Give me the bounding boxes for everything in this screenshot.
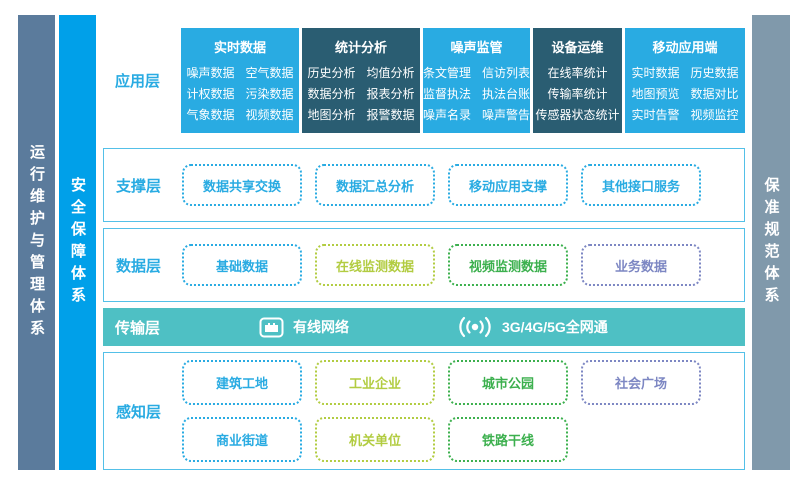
support-item-data-sharing-exchange: 数据共享交换 (182, 164, 302, 206)
sidebar-operation-maintenance-label: 运行维护与管理体系 (28, 143, 45, 342)
app-column-title: 移动应用端 (652, 40, 718, 55)
sidebar-security-assurance-system: 安全保障体系 (59, 15, 96, 470)
app-item: 监督执法 (423, 87, 472, 101)
app-item: 均值分析 (366, 66, 415, 80)
support-item-mobile-app-support: 移动应用支撑 (448, 164, 568, 206)
app-item: 噪声数据 (186, 66, 235, 80)
app-row: 传输率统计 (533, 84, 622, 105)
transmission-item-label: 有线网络 (293, 319, 349, 335)
app-item: 噪声名录 (423, 108, 472, 122)
sidebar-standards-specification-system: 保准规范体系 (752, 15, 790, 470)
app-row: 地图预览 数据对比 (625, 84, 745, 105)
app-column-title: 统计分析 (335, 40, 388, 55)
layers-area: 应用层 实时数据 噪声数据 空气数据 计权数据 污染数据 气象数据 视频数据 (103, 15, 746, 470)
app-column-mobile-application: 移动应用端 实时数据 历史数据 地图预览 数据对比 实时告警 视频监控 (625, 28, 746, 133)
data-item-basic-data: 基础数据 (182, 244, 302, 286)
app-item: 报表分析 (366, 87, 415, 101)
support-items: 数据共享交换 数据汇总分析 移动应用支撑 其他接口服务 (182, 164, 744, 206)
layer-application: 应用层 实时数据 噪声数据 空气数据 计权数据 污染数据 气象数据 视频数据 (103, 28, 746, 133)
layer-label-support: 支撑层 (116, 177, 162, 195)
perception-item-public-square: 社会广场 (581, 360, 701, 405)
sidebar-operation-maintenance-system: 运行维护与管理体系 (18, 15, 55, 470)
app-item: 噪声警告 (482, 108, 531, 122)
app-row: 在线率统计 (533, 63, 622, 84)
app-column-title: 实时数据 (214, 40, 267, 55)
sidebar-security-assurance-label: 安全保障体系 (69, 176, 86, 309)
app-item: 实时数据 (631, 66, 680, 80)
app-item: 传输率统计 (547, 87, 608, 101)
app-item: 视频监控 (690, 108, 739, 122)
app-column-noise-supervision: 噪声监管 条文管理 信访列表 监督执法 执法台账 噪声名录 噪声警告 (423, 28, 531, 133)
transmission-items: 有线网络 3G/4G/5G全网通 (181, 316, 745, 338)
layer-label-perception: 感知层 (116, 403, 162, 421)
layer-perception: 感知层 建筑工地 工业企业 城市公园 社会广场 商业街道 机关单位 铁路干线 (103, 352, 745, 470)
app-item: 在线率统计 (547, 66, 608, 80)
app-item: 数据对比 (690, 87, 739, 101)
layer-label-application: 应用层 (115, 73, 161, 90)
support-item-data-summary-analysis: 数据汇总分析 (315, 164, 435, 206)
app-row: 传感器状态统计 (533, 105, 622, 126)
layer-label-transmission: 传输层 (115, 319, 161, 337)
app-column-device-operations: 设备运维 在线率统计 传输率统计 传感器状态统计 (533, 28, 623, 133)
app-item: 历史数据 (690, 66, 739, 80)
app-column-title: 噪声监管 (450, 40, 503, 55)
app-row: 历史分析 均值分析 (302, 63, 420, 84)
app-item: 数据分析 (307, 87, 356, 101)
app-item: 地图分析 (307, 108, 356, 122)
app-item: 污染数据 (245, 87, 294, 101)
app-row: 噪声名录 噪声警告 (423, 105, 530, 126)
application-columns: 实时数据 噪声数据 空气数据 计权数据 污染数据 气象数据 视频数据 (181, 28, 746, 133)
app-row: 条文管理 信访列表 (423, 63, 530, 84)
app-item: 地图预览 (631, 87, 680, 101)
data-items: 基础数据 在线监测数据 视频监测数据 业务数据 (182, 244, 744, 286)
app-row: 计权数据 污染数据 (181, 84, 299, 105)
app-row: 气象数据 视频数据 (181, 105, 299, 126)
app-item: 实时告警 (631, 108, 680, 122)
perception-item-industrial-enterprise: 工业企业 (315, 360, 435, 405)
perception-item-commercial-street: 商业街道 (182, 417, 302, 462)
perception-item-city-park: 城市公园 (448, 360, 568, 405)
app-column-realtime-data: 实时数据 噪声数据 空气数据 计权数据 污染数据 气象数据 视频数据 (181, 28, 300, 133)
data-item-business-data: 业务数据 (581, 244, 701, 286)
support-item-other-interface-services: 其他接口服务 (581, 164, 701, 206)
data-item-online-monitoring-data: 在线监测数据 (315, 244, 435, 286)
transmission-item-label: 3G/4G/5G全网通 (502, 319, 608, 335)
perception-items: 建筑工地 工业企业 城市公园 社会广场 商业街道 机关单位 铁路干线 (182, 360, 744, 462)
app-row: 监督执法 执法台账 (423, 84, 530, 105)
app-item: 条文管理 (423, 66, 472, 80)
layer-label-data: 数据层 (116, 257, 162, 275)
app-item: 传感器状态统计 (535, 108, 620, 122)
perception-item-construction-site: 建筑工地 (182, 360, 302, 405)
app-row: 数据分析 报表分析 (302, 84, 420, 105)
app-item: 信访列表 (482, 66, 531, 80)
app-item: 气象数据 (186, 108, 235, 122)
layer-data: 数据层 基础数据 在线监测数据 视频监测数据 业务数据 (103, 228, 745, 302)
layer-transmission: 传输层 有线网络 (103, 308, 745, 346)
transmission-item-wired-network: 有线网络 (259, 317, 349, 338)
app-item: 计权数据 (186, 87, 235, 101)
app-column-statistical-analysis: 统计分析 历史分析 均值分析 数据分析 报表分析 地图分析 报警数据 (302, 28, 421, 133)
wireless-icon (457, 316, 493, 338)
app-item: 历史分析 (307, 66, 356, 80)
app-item: 报警数据 (366, 108, 415, 122)
app-column-title: 设备运维 (551, 40, 604, 55)
app-item: 执法台账 (482, 87, 531, 101)
app-item: 视频数据 (245, 108, 294, 122)
app-item: 空气数据 (245, 66, 294, 80)
app-row: 实时数据 历史数据 (625, 63, 745, 84)
sidebar-standards-specification-label: 保准规范体系 (762, 176, 780, 309)
perception-item-railway-trunk-line: 铁路干线 (448, 417, 568, 462)
app-row: 噪声数据 空气数据 (181, 63, 299, 84)
ethernet-icon (259, 317, 284, 338)
data-item-video-monitoring-data: 视频监测数据 (448, 244, 568, 286)
app-row: 地图分析 报警数据 (302, 105, 420, 126)
transmission-item-cellular-network: 3G/4G/5G全网通 (457, 316, 608, 338)
layer-support: 支撑层 数据共享交换 数据汇总分析 移动应用支撑 其他接口服务 (103, 148, 745, 222)
app-row: 实时告警 视频监控 (625, 105, 745, 126)
perception-item-government-unit: 机关单位 (315, 417, 435, 462)
